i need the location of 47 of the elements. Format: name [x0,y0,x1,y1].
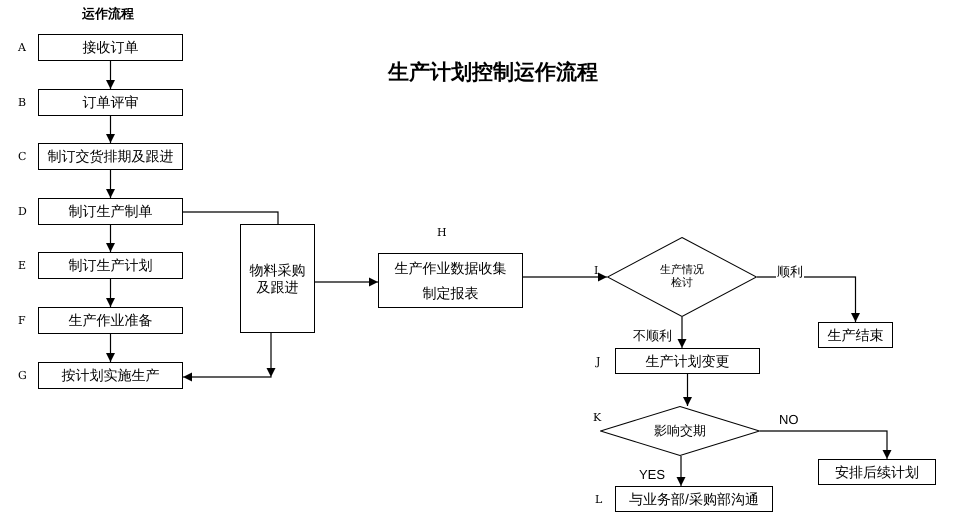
process-box: 按计划实施生产 [38,362,183,389]
arrow [106,61,115,89]
edge-label: YES [638,468,666,482]
process-box: 安排后续计划 [818,459,936,485]
process-box: 制订生产计划 [38,252,183,279]
edge-label: NO [778,413,800,428]
step-letter: A [18,41,26,54]
arrow [106,279,115,307]
process-box: 生产结束 [818,322,893,348]
arrow [760,430,892,459]
arrow [106,170,115,198]
process-box: 生产计划变更 [615,348,760,374]
process-box: 订单评审 [38,89,183,116]
edge-label: 顺利 [776,265,804,280]
step-letter: G [18,369,27,382]
step-letter: L [595,493,602,506]
process-box: 接收订单 [38,34,183,61]
step-letter: K [593,411,602,424]
step-letter: H [437,226,447,239]
connector-line [183,211,279,224]
step-letter: I [594,264,598,277]
step-letter: D [18,205,27,218]
process-box: 生产作业准备 [38,307,183,334]
edge-label: 不顺利 [632,329,673,344]
process-box: 制订交货排期及跟进 [38,143,183,170]
arrow [678,317,686,348]
decision-diamond: 影响交期 [600,406,760,456]
arrow [523,272,607,282]
step-letter: J [596,355,600,368]
step-letter: B [18,96,26,109]
arrow [106,116,115,143]
step-letter: F [18,314,26,327]
column-heading: 运作流程 [82,5,134,23]
process-box: 与业务部/采购部沟通 [615,486,773,512]
arrow [683,374,692,406]
arrow [315,278,378,286]
arrow [183,333,276,382]
decision-diamond: 生产情况检讨 [607,237,757,317]
process-box: 生产作业数据收集 制定报表 [378,253,523,308]
step-letter: E [18,259,26,272]
arrow [676,456,686,486]
process-box: 物料采购及跟进 [240,224,315,333]
arrow [106,225,115,252]
arrow [106,334,115,362]
title: 生产计划控制运作流程 [388,60,598,86]
process-box: 制订生产制单 [38,198,183,225]
step-letter: C [18,150,26,163]
